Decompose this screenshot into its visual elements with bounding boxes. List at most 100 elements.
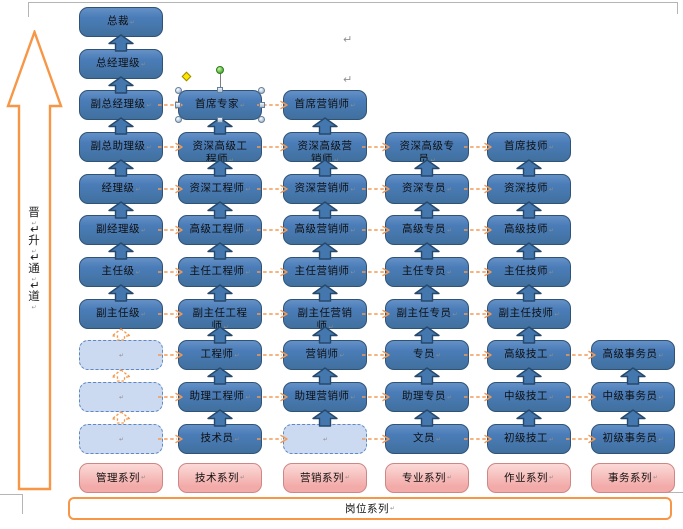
- dashed-connector-icon[interactable]: [361, 142, 391, 152]
- up-arrow-icon[interactable]: [311, 284, 339, 302]
- adjust-handle-diamond[interactable]: [181, 71, 192, 82]
- up-arrow-icon[interactable]: [515, 201, 543, 219]
- node-box-empty[interactable]: ↵: [79, 381, 163, 412]
- node-box[interactable]: 副主任营销师↵: [283, 298, 367, 329]
- up-arrow-icon[interactable]: [311, 242, 339, 261]
- node-box[interactable]: 资深高级专员↵: [385, 131, 469, 162]
- up-arrow-icon[interactable]: [515, 242, 543, 261]
- node-box[interactable]: 专员↵: [385, 340, 469, 371]
- selection-handle-mid[interactable]: [217, 87, 223, 94]
- node-box-empty[interactable]: ↵: [283, 423, 367, 454]
- node-box[interactable]: 主任专员↵: [385, 256, 469, 287]
- dashed-connector-icon[interactable]: [565, 392, 597, 402]
- node-box[interactable]: 副总助理级↵: [79, 131, 163, 162]
- up-arrow-icon[interactable]: [515, 159, 543, 177]
- dashed-connector-icon[interactable]: [361, 434, 391, 444]
- up-arrow-icon[interactable]: [311, 159, 339, 177]
- node-box[interactable]: 副总经理级↵: [79, 90, 163, 121]
- up-arrow-icon[interactable]: [311, 409, 339, 427]
- node-box[interactable]: 副主任工程师↵: [178, 298, 262, 329]
- node-box[interactable]: 资深高级营销师↵: [283, 131, 367, 162]
- dashed-up-arrow-icon[interactable]: [110, 411, 132, 424]
- node-box[interactable]: 首席专家↵: [178, 90, 262, 121]
- up-arrow-icon[interactable]: [311, 325, 339, 344]
- dashed-connector-icon[interactable]: [361, 392, 391, 402]
- dashed-connector-icon[interactable]: [463, 309, 493, 319]
- node-box[interactable]: 技术员↵: [178, 423, 262, 454]
- dashed-connector-icon[interactable]: [565, 350, 597, 360]
- node-box[interactable]: 高级营销师↵: [283, 215, 367, 246]
- dashed-up-arrow-icon[interactable]: [110, 369, 132, 382]
- up-arrow-icon[interactable]: [206, 284, 234, 302]
- up-arrow-icon[interactable]: [206, 159, 234, 177]
- dashed-connector-icon[interactable]: [157, 142, 184, 152]
- rotation-handle[interactable]: [216, 66, 224, 75]
- node-box[interactable]: 副主任专员↵: [385, 298, 469, 329]
- node-box[interactable]: 副主任技师↵: [487, 298, 571, 329]
- up-arrow-icon[interactable]: [619, 409, 647, 427]
- dashed-connector-icon[interactable]: [256, 434, 289, 444]
- dashed-connector-icon[interactable]: [463, 350, 493, 360]
- node-box-empty[interactable]: ↵: [79, 340, 163, 371]
- up-arrow-icon[interactable]: [413, 325, 441, 344]
- dashed-connector-icon[interactable]: [256, 142, 289, 152]
- up-arrow-icon[interactable]: [107, 76, 135, 94]
- node-box[interactable]: 资深高级工程师↵: [178, 131, 262, 162]
- up-arrow-icon[interactable]: [107, 284, 135, 302]
- node-box[interactable]: 助理营销师↵: [283, 381, 367, 412]
- up-arrow-icon[interactable]: [413, 409, 441, 427]
- up-arrow-icon[interactable]: [311, 117, 339, 136]
- node-box[interactable]: 高级专员↵: [385, 215, 469, 246]
- node-box[interactable]: 主任工程师↵: [178, 256, 262, 287]
- node-box[interactable]: 中级事务员↵: [591, 381, 675, 412]
- series-box[interactable]: 作业系列↵: [487, 463, 571, 493]
- dashed-connector-icon[interactable]: [565, 434, 597, 444]
- dashed-connector-icon[interactable]: [157, 267, 184, 277]
- selection-handle-mid[interactable]: [259, 102, 265, 109]
- dashed-connector-icon[interactable]: [463, 392, 493, 402]
- up-arrow-icon[interactable]: [206, 117, 234, 136]
- selection-handle-mid[interactable]: [175, 102, 181, 109]
- dashed-connector-icon[interactable]: [361, 309, 391, 319]
- up-arrow-icon[interactable]: [206, 409, 234, 427]
- node-box[interactable]: 主任技师↵: [487, 256, 571, 287]
- node-box[interactable]: 初级技工↵: [487, 423, 571, 454]
- up-arrow-icon[interactable]: [206, 367, 234, 386]
- series-box[interactable]: 专业系列↵: [385, 463, 469, 493]
- up-arrow-icon[interactable]: [107, 117, 135, 136]
- selection-handle-mid[interactable]: [217, 117, 223, 124]
- node-box[interactable]: 资深工程师↵: [178, 173, 262, 204]
- dashed-connector-icon[interactable]: [157, 350, 184, 360]
- node-box[interactable]: 副主任级↵: [79, 298, 163, 329]
- node-box[interactable]: 助理工程师↵: [178, 381, 262, 412]
- node-box[interactable]: 首席技师↵: [487, 131, 571, 162]
- up-arrow-icon[interactable]: [413, 159, 441, 177]
- up-arrow-icon[interactable]: [311, 201, 339, 219]
- series-box[interactable]: 营销系列↵: [283, 463, 367, 493]
- dashed-connector-icon[interactable]: [361, 267, 391, 277]
- dashed-connector-icon[interactable]: [256, 392, 289, 402]
- node-box[interactable]: 初级事务员↵: [591, 423, 675, 454]
- series-box[interactable]: 事务系列↵: [591, 463, 675, 493]
- up-arrow-icon[interactable]: [515, 409, 543, 427]
- node-box[interactable]: 中级技工↵: [487, 381, 571, 412]
- dashed-connector-icon[interactable]: [361, 184, 391, 194]
- node-box[interactable]: 高级事务员↵: [591, 340, 675, 371]
- promotion-channel-arrow[interactable]: [6, 30, 63, 491]
- up-arrow-icon[interactable]: [107, 201, 135, 219]
- node-box[interactable]: 副经理级↵: [79, 215, 163, 246]
- up-arrow-icon[interactable]: [107, 159, 135, 177]
- selection-handle-corner[interactable]: [258, 87, 265, 95]
- dashed-up-arrow-icon[interactable]: [110, 327, 132, 341]
- up-arrow-icon[interactable]: [107, 34, 135, 52]
- up-arrow-icon[interactable]: [515, 284, 543, 302]
- node-box[interactable]: 资深技师↵: [487, 173, 571, 204]
- dashed-connector-icon[interactable]: [463, 142, 493, 152]
- node-box[interactable]: 总裁↵: [79, 7, 163, 37]
- dashed-connector-icon[interactable]: [463, 225, 493, 235]
- selection-handle-corner[interactable]: [175, 116, 182, 124]
- up-arrow-icon[interactable]: [413, 367, 441, 386]
- node-box[interactable]: 文员↵: [385, 423, 469, 454]
- dashed-connector-icon[interactable]: [157, 225, 184, 235]
- up-arrow-icon[interactable]: [413, 201, 441, 219]
